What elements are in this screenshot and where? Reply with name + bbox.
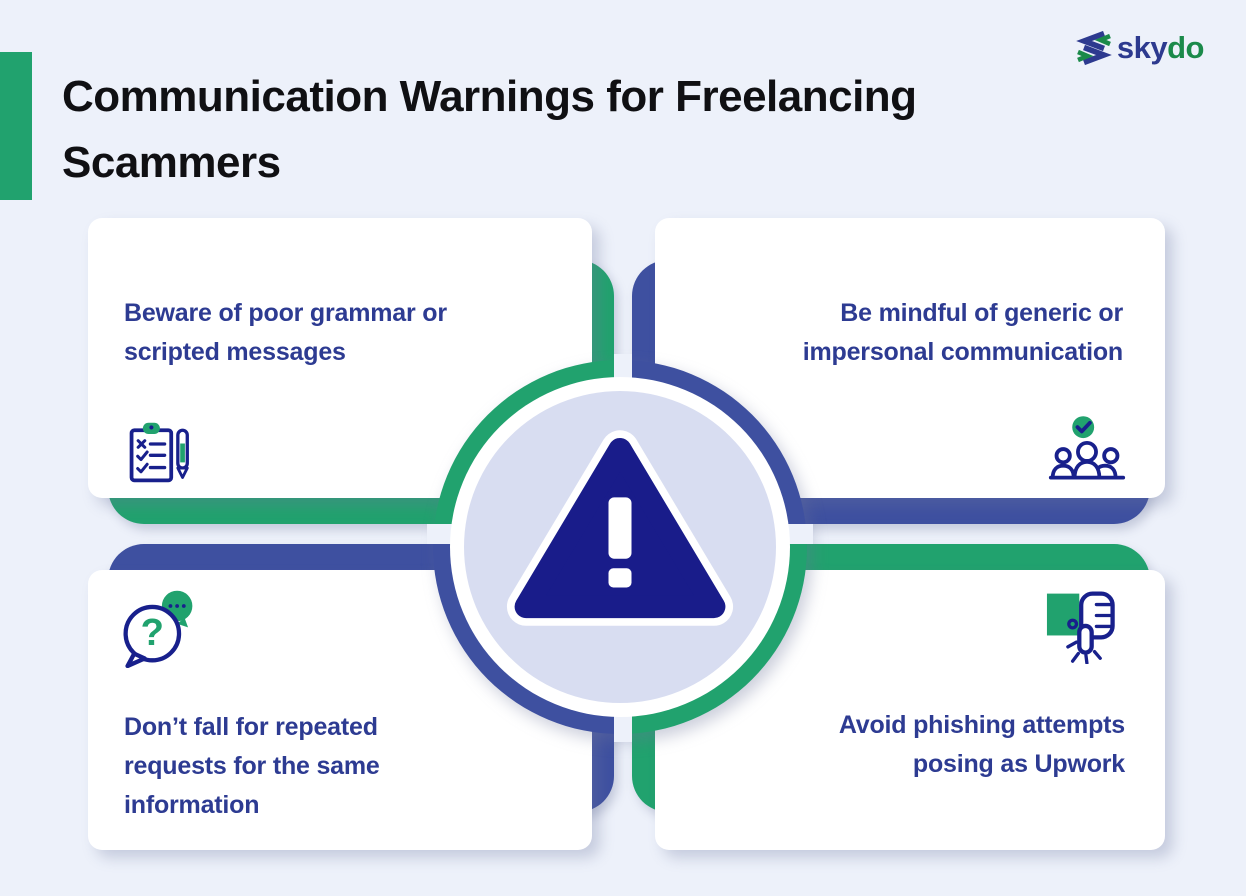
- people-approved-icon: [1048, 416, 1126, 480]
- card-top-left-text: Beware of poor grammar or scripted messa…: [124, 299, 447, 366]
- question-chat-icon: ?: [123, 590, 193, 668]
- thumbs-down-icon: [1046, 591, 1115, 664]
- page-title: Communication Warnings for Freelancing S…: [62, 72, 917, 187]
- card-top-right-text: Be mindful of generic or impersonal comm…: [802, 299, 1123, 366]
- logo-sky: sky: [1116, 30, 1168, 65]
- skydo-logo: skydo: [1076, 30, 1204, 66]
- warning-triangle-icon: [506, 430, 734, 626]
- title-accent-bar: [0, 52, 32, 200]
- svg-text:?: ?: [141, 611, 164, 654]
- skydo-logo-text: skydo: [1116, 30, 1205, 66]
- skydo-logo-icon: [1076, 31, 1112, 65]
- logo-do: do: [1167, 30, 1204, 65]
- checklist-pen-icon: [129, 422, 189, 483]
- card-bottom-right-text: Avoid phishing attempts posing as Upwork: [838, 711, 1125, 778]
- card-bottom-left-text: Don’t fall for repeated requests for the…: [124, 713, 380, 819]
